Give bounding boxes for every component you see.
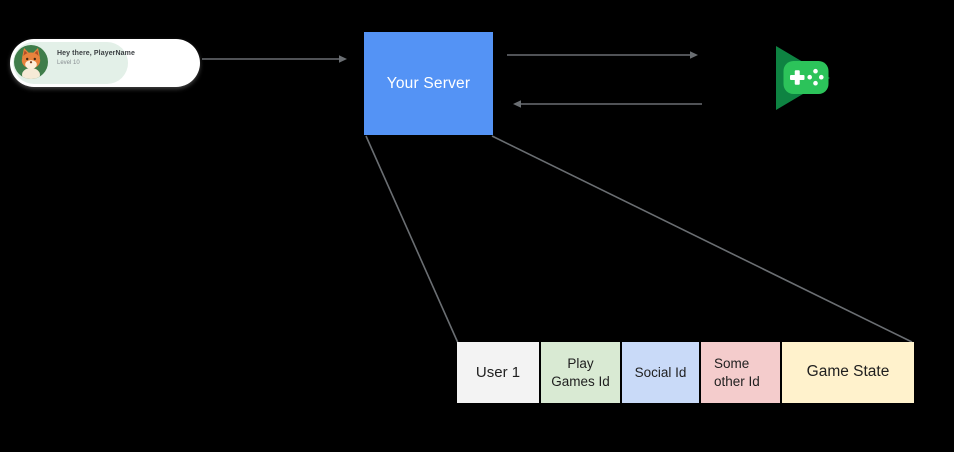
player-level-text: Level 10 [57,60,80,66]
your-server-box: Your Server [364,32,493,135]
table-cell-play-games-id-label: Play Games Id [551,355,610,389]
table-cell-user: User 1 [457,342,539,403]
greeting-text: Hey there, PlayerName [57,50,135,57]
player-greeting-card: Hey there, PlayerName Level 10 [10,39,200,87]
table-cell-play-games-id: Play Games Id [539,342,620,403]
google-play-games-icon [776,46,830,110]
table-cell-user-label: User 1 [475,363,521,381]
table-cell-social-id: Social Id [620,342,699,403]
table-cell-social-id-label: Social Id [634,364,687,380]
card-to-server-arrow [202,55,347,63]
server-label: Your Server [386,74,471,92]
user-record-table: User 1 Play Games Id Social Id Some othe… [457,342,914,403]
fox-avatar-icon [14,45,48,79]
gamepad-buttons [807,68,824,86]
table-cell-some-other-id: Some other Id [699,342,780,403]
table-cell-game-state-label: Game State [806,363,890,381]
table-cell-game-state: Game State [780,342,914,403]
table-cell-some-other-id-label: Some other Id [714,355,760,389]
playgames-to-server-arrow [513,100,702,108]
server-to-table-projection-lines [365,135,913,344]
gamepad-dpad [790,70,805,85]
greeting-text-block: Hey there, PlayerName Level 10 [57,50,135,66]
server-to-playgames-arrow [507,51,698,59]
